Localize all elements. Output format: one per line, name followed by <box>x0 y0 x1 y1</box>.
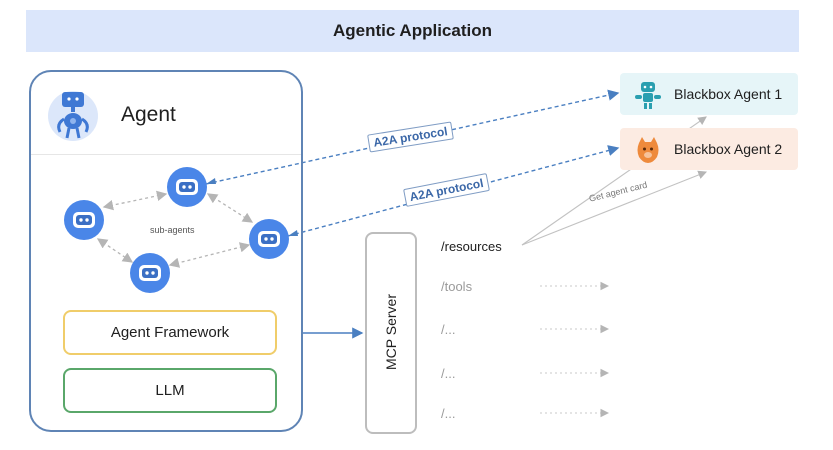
blackbox-agent-2: Blackbox Agent 2 <box>620 128 798 170</box>
blackbox-agent-1: Blackbox Agent 1 <box>620 73 798 115</box>
agent-divider <box>31 154 301 155</box>
resource-item-other: /... <box>441 322 456 337</box>
sub-agent-icon <box>64 200 104 240</box>
robot-icon <box>48 91 98 141</box>
sub-agent-icon <box>130 253 170 293</box>
resource-item-other: /... <box>441 366 456 381</box>
resource-item-tools: /tools <box>441 279 473 294</box>
llm-label: LLM <box>155 382 185 399</box>
sub-agents-label: sub-agents <box>150 225 195 235</box>
sub-agent-icon <box>167 167 207 207</box>
teal-robot-icon <box>635 82 661 109</box>
application-title: Agentic Application <box>333 21 492 40</box>
llm-box: LLM <box>63 368 277 413</box>
sub-agent-icon <box>249 219 289 259</box>
resource-item-resources: /resources <box>441 239 502 254</box>
sub-agent-links <box>96 190 254 268</box>
resource-dotted-arrows <box>540 281 610 418</box>
a2a-line-1-start-arrow <box>206 178 216 184</box>
mcp-server-box <box>365 232 417 434</box>
orange-creature-icon <box>637 137 659 163</box>
agent-card-line-2 <box>521 170 708 246</box>
mcp-server-label: MCP Server <box>383 294 399 370</box>
blackbox-agent-2-label: Blackbox Agent 2 <box>674 141 783 157</box>
agent-title: Agent <box>121 103 176 126</box>
resource-item-other: /... <box>441 406 456 421</box>
agent-framework-box: Agent Framework <box>63 310 277 355</box>
application-banner: Agentic Application <box>26 10 799 52</box>
blackbox-agent-1-label: Blackbox Agent 1 <box>674 86 783 102</box>
agent-container <box>29 70 303 432</box>
a2a-line-2-start-arrow <box>288 230 298 236</box>
agent-framework-label: Agent Framework <box>110 324 230 341</box>
